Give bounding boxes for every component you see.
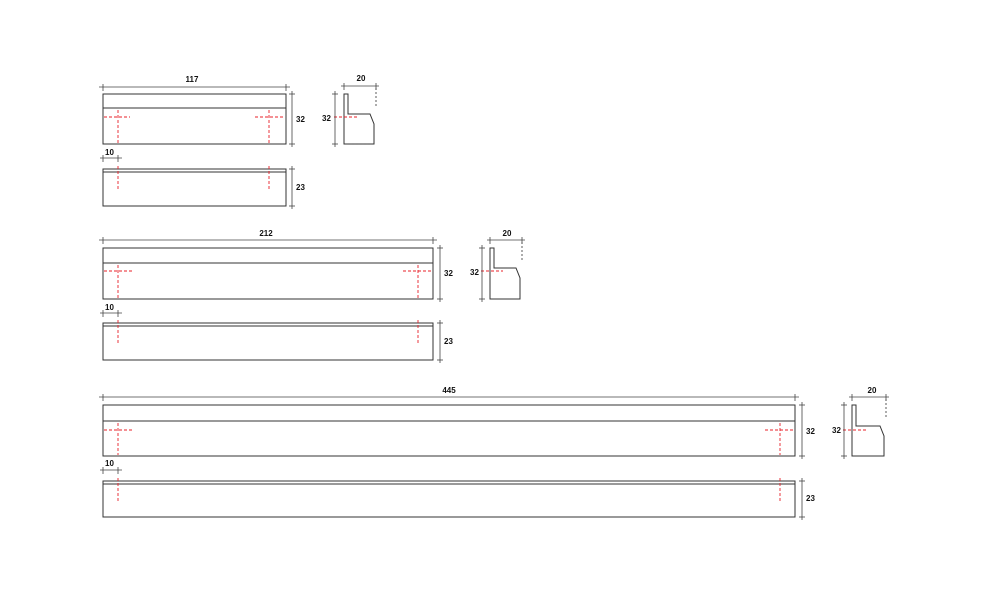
profile-width-label: 20 <box>357 74 366 83</box>
height-dimension: 32 <box>437 245 453 302</box>
hole-offset-dimension: 10 <box>100 148 122 162</box>
depth-label: 23 <box>444 337 453 346</box>
height-dimension: 32 <box>289 91 305 147</box>
profile-view: 20 32 <box>470 229 525 302</box>
handle-117: 117 32 10 23 <box>99 74 379 209</box>
height-label: 32 <box>444 269 453 278</box>
hole-offset-dimension: 10 <box>100 303 122 317</box>
depth-dimension: 23 <box>289 166 305 209</box>
length-label: 212 <box>259 229 273 238</box>
length-dimension: 212 <box>99 229 437 244</box>
front-view <box>102 404 796 457</box>
top-view <box>102 166 287 207</box>
height-label: 32 <box>806 427 815 436</box>
top-view <box>102 320 434 361</box>
length-label: 445 <box>442 386 456 395</box>
handle-445: 445 32 10 23 <box>99 386 889 520</box>
length-label: 117 <box>186 75 199 84</box>
front-view <box>102 93 287 145</box>
hole-offset-label: 10 <box>105 459 114 468</box>
profile-height-label: 32 <box>470 268 479 277</box>
length-dimension: 445 <box>99 386 799 401</box>
profile-height-label: 32 <box>832 426 841 435</box>
depth-dimension: 23 <box>437 320 453 363</box>
hole-offset-dimension: 10 <box>100 459 122 474</box>
depth-dimension: 23 <box>799 478 815 520</box>
height-label: 32 <box>296 115 305 124</box>
top-view <box>102 478 796 518</box>
depth-label: 23 <box>806 494 815 503</box>
length-dimension: 117 <box>99 75 290 91</box>
depth-label: 23 <box>296 183 305 192</box>
profile-view: 20 32 <box>322 74 379 147</box>
hole-offset-label: 10 <box>105 148 114 157</box>
profile-width-label: 20 <box>868 386 877 395</box>
hole-offset-label: 10 <box>105 303 114 312</box>
height-dimension: 32 <box>799 402 815 459</box>
handle-212: 212 32 10 23 <box>99 229 525 363</box>
profile-view: 20 32 <box>832 386 889 459</box>
front-view <box>102 247 434 300</box>
profile-width-label: 20 <box>503 229 512 238</box>
profile-height-label: 32 <box>322 114 331 123</box>
